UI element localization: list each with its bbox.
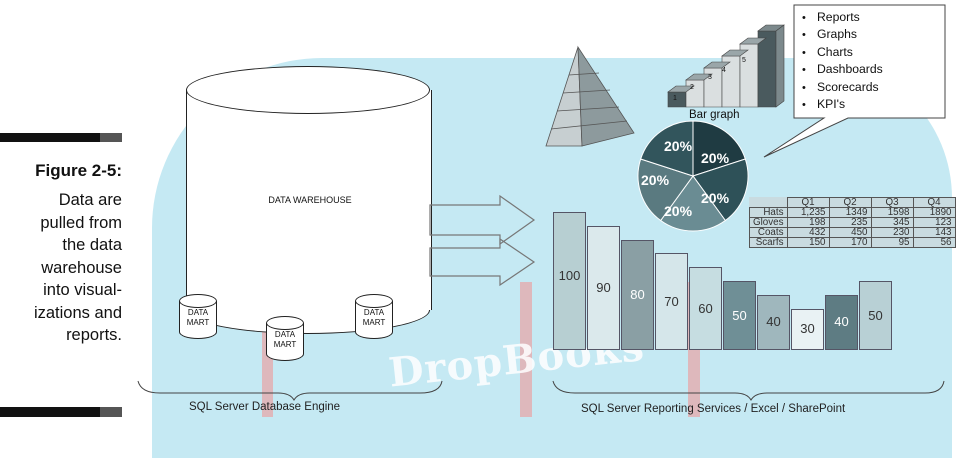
bar — [859, 281, 892, 350]
quarterly-data-table: Q1 Q2 Q3 Q4 Hats 1,235 1349 1598 1890 Gl… — [749, 197, 956, 248]
pie-slice-label: 20% — [641, 172, 670, 188]
bar-value-label: 70 — [664, 293, 679, 309]
caption-line: pulled from — [40, 213, 122, 232]
table-header: Q3 — [870, 197, 914, 208]
caption-line: reports. — [66, 326, 122, 344]
pie-slice-label: 20% — [701, 150, 730, 166]
pie-slice — [692, 158, 749, 222]
bar — [621, 239, 654, 350]
reporting-services-label: SQL Server Reporting Services / Excel / … — [581, 403, 846, 415]
bar — [655, 253, 688, 350]
data-mart-label: MART — [362, 317, 386, 327]
caption-line: izations and — [33, 303, 122, 322]
bar — [587, 225, 620, 350]
pyramid-icon — [545, 45, 635, 147]
bar — [689, 267, 722, 350]
table-header-row: Q1 Q2 Q3 Q4 — [750, 197, 956, 208]
list-item: Dashboards — [802, 61, 883, 78]
warehouse-cylinder-top — [186, 66, 430, 114]
table-cell: 1890 — [912, 207, 956, 218]
bar-value-label: 30 — [800, 321, 815, 337]
pie-chart — [637, 120, 749, 232]
step-label: 2 — [690, 84, 694, 91]
bar — [791, 308, 824, 350]
bar — [757, 294, 790, 350]
data-warehouse-label: DATA WAREHOUSE — [268, 195, 352, 205]
data-mart-label: MART — [273, 339, 297, 349]
table-header — [750, 198, 788, 208]
caption-line: the data — [62, 236, 122, 254]
caption-line: warehouse — [41, 258, 122, 277]
figure-caption-text: Data are pulled from the data warehouse … — [0, 189, 122, 347]
list-item: Charts — [802, 44, 883, 61]
bar-value-label: 90 — [596, 279, 611, 295]
step-label: 5 — [742, 57, 746, 64]
table-header: Q1 — [786, 197, 830, 208]
figure-caption-title: Figure 2-5: — [35, 161, 122, 180]
table-row: Scarfs 150 170 95 56 — [749, 237, 956, 248]
bar-value-label: 80 — [630, 286, 645, 302]
pie-slice — [659, 175, 727, 232]
step-label: 4 — [722, 67, 726, 74]
caption-rule-bottom — [0, 407, 122, 417]
pie-slice-label: 20% — [664, 138, 693, 154]
table-cell: 143 — [912, 227, 956, 238]
bar-value-label: 40 — [766, 314, 781, 330]
data-mart-label: DATA — [274, 330, 296, 339]
table-cell: 123 — [912, 217, 956, 228]
list-item: Scorecards — [802, 79, 883, 96]
bar-value-label: 50 — [868, 307, 883, 323]
right-brace — [552, 380, 945, 402]
bar-value-label: 100 — [558, 268, 581, 283]
table-header: Q2 — [828, 197, 872, 208]
output-types-list: Reports Graphs Charts Dashboards Scoreca… — [802, 9, 883, 113]
database-engine-label: SQL Server Database Engine — [189, 401, 341, 413]
flow-arrow-icon — [429, 194, 536, 246]
caption-line: into visual- — [43, 281, 122, 299]
list-item: Graphs — [802, 26, 883, 43]
bar — [825, 294, 858, 350]
watermark-pillar — [262, 300, 273, 417]
data-mart-label: DATA — [363, 308, 385, 317]
table-header: Q4 — [912, 197, 956, 208]
bar-value-label: 60 — [698, 300, 713, 316]
pie-slice — [637, 158, 694, 222]
list-item: KPI's — [802, 96, 883, 113]
data-mart-label: MART — [186, 317, 210, 327]
bar — [723, 281, 756, 350]
table-row: Gloves 198 235 345 123 — [749, 217, 956, 228]
flow-arrow-icon — [429, 237, 536, 287]
bar-value-label: 40 — [834, 314, 849, 330]
bar-value-label: 50 — [732, 307, 747, 323]
caption-rule-top — [0, 133, 122, 142]
step-label: 1 — [673, 95, 677, 102]
step-label: 3 — [708, 74, 712, 81]
table-row: Hats 1,235 1349 1598 1890 — [749, 207, 956, 218]
table-cell: 56 — [912, 237, 956, 248]
pie-slice-label: 20% — [664, 203, 693, 219]
bar-graph-label: Bar graph — [689, 109, 740, 121]
data-mart-label: DATA — [187, 308, 209, 317]
bar — [553, 212, 586, 350]
pie-slice — [640, 120, 694, 177]
watermark-pillar — [520, 282, 532, 417]
warehouse-cylinder-body — [186, 90, 432, 310]
pie-slice — [692, 120, 746, 177]
left-brace — [137, 380, 443, 402]
descending-bar-chart: 100 90 80 70 60 50 40 30 40 50 — [553, 212, 893, 350]
pie-slice-label: 20% — [701, 190, 730, 206]
list-item: Reports — [802, 9, 883, 26]
caption-line: Data are — [58, 191, 122, 209]
step-bar-graph-icon — [667, 24, 785, 108]
